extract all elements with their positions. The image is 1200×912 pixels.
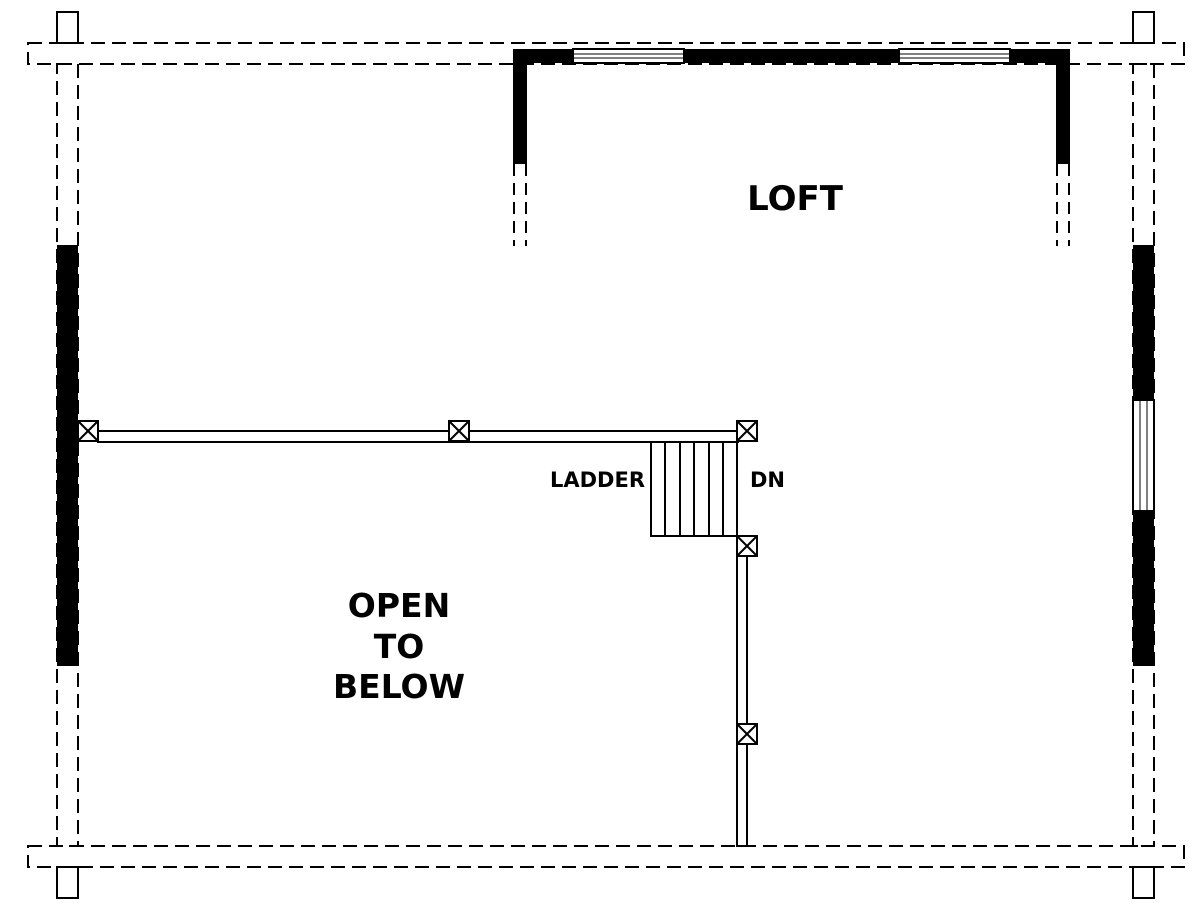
post-left <box>77 420 99 442</box>
dormer <box>513 48 1070 246</box>
bottom-log-wall <box>27 845 1185 868</box>
dormer-top-wall-left <box>513 49 573 63</box>
dashed-outer-walls <box>27 42 1185 868</box>
right-solid-wall-lower <box>1133 511 1154 666</box>
corner-log-ends <box>56 11 1155 899</box>
open-to-below-line1: OPEN <box>348 586 450 625</box>
post-corner <box>736 420 758 442</box>
left-solid-wall <box>57 245 78 666</box>
log-end-top-right <box>1132 11 1155 44</box>
log-end-bottom-right <box>1132 866 1155 899</box>
post-ladder-bottom <box>736 535 758 557</box>
log-end-top-left <box>56 11 79 44</box>
railing-horizontal <box>97 430 739 443</box>
solid-walls <box>57 245 1154 666</box>
ladder <box>650 441 738 537</box>
post-middle <box>448 420 470 442</box>
log-end-bottom-left <box>56 866 79 899</box>
post-lower <box>736 723 758 745</box>
dormer-window-left <box>572 48 685 64</box>
railing-vertical <box>736 555 748 847</box>
dormer-left-wall <box>513 49 527 164</box>
dormer-top-wall-center <box>684 49 899 63</box>
down-label: DN <box>750 468 785 492</box>
loft-label: LOFT <box>747 179 844 219</box>
ladder-label: LADDER <box>550 468 645 492</box>
right-solid-wall-upper <box>1133 245 1154 400</box>
posts <box>77 420 758 745</box>
open-to-below-line3: BELOW <box>333 667 465 706</box>
dormer-top-wall-right <box>1010 49 1070 63</box>
dormer-window-right <box>898 48 1011 64</box>
dormer-right-wall <box>1056 49 1070 164</box>
right-wall-window <box>1132 399 1155 512</box>
open-to-below-line2: TO <box>374 627 425 666</box>
